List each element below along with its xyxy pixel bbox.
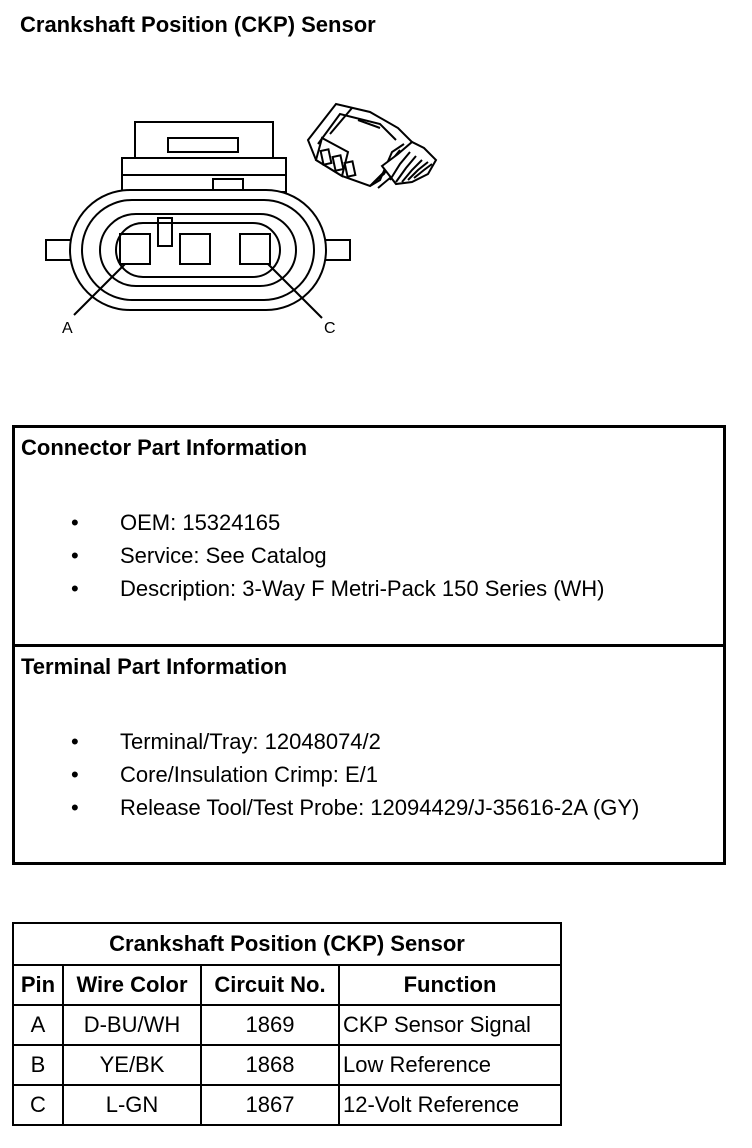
cavity-b — [179, 233, 211, 265]
pinout-table: Crankshaft Position (CKP) Sensor Pin Wir… — [12, 922, 562, 1126]
pin-cell: B — [12, 1044, 64, 1086]
column-header-function: Function — [338, 964, 562, 1006]
list-item-text: OEM: 15324165 — [120, 510, 281, 535]
bullet-icon: • — [71, 543, 79, 568]
pin-cell: A — [12, 1004, 64, 1046]
circuit-no-cell: 1868 — [200, 1044, 340, 1086]
wire-color-cell: L-GN — [62, 1084, 202, 1126]
bullet-icon: • — [71, 576, 79, 601]
leader-line-c — [267, 263, 323, 319]
function-cell: 12-Volt Reference — [338, 1084, 562, 1126]
list-item: • Release Tool/Test Probe: 12094429/J-356… — [15, 791, 639, 824]
table-row: C L-GN 1867 12-Volt Reference — [12, 1084, 562, 1126]
connector-diagram: A C — [45, 102, 438, 337]
column-header-circuit-no: Circuit No. — [200, 964, 340, 1006]
list-item: • Service: See Catalog — [15, 539, 605, 572]
list-item-text: Terminal/Tray: 12048074/2 — [120, 729, 381, 754]
pin-a-label: A — [62, 320, 73, 337]
terminal-info-section: Terminal Part Information • Terminal/Tray… — [15, 644, 723, 862]
list-item-text: Service: See Catalog — [120, 543, 327, 568]
table-header-row: Pin Wire Color Circuit No. Function — [12, 964, 562, 1006]
list-item: • Terminal/Tray: 12048074/2 — [15, 725, 639, 758]
list-item-text: Core/Insulation Crimp: E/1 — [120, 762, 378, 787]
leader-line-a — [73, 263, 126, 316]
table-row: A D-BU/WH 1869 CKP Sensor Signal — [12, 1004, 562, 1046]
function-cell: CKP Sensor Signal — [338, 1004, 562, 1046]
connector-perspective-drawing — [306, 102, 438, 189]
wire-color-cell: YE/BK — [62, 1044, 202, 1086]
bullet-icon: • — [71, 510, 79, 535]
bullet-icon: • — [71, 729, 79, 754]
pin-c-label: C — [324, 320, 336, 337]
list-item-text: Release Tool/Test Probe: 12094429/J-3561… — [120, 795, 640, 820]
column-header-pin: Pin — [12, 964, 64, 1006]
table-caption: Crankshaft Position (CKP) Sensor — [12, 922, 562, 966]
bullet-icon: • — [71, 762, 79, 787]
connector-info-section: Connector Part Information • OEM: 1532416… — [15, 428, 723, 644]
list-item: • Description: 3-Way F Metri-Pack 150 Ser… — [15, 572, 605, 605]
function-cell: Low Reference — [338, 1044, 562, 1086]
cavity-a — [119, 233, 151, 265]
list-item: • OEM: 15324165 — [15, 506, 605, 539]
part-information-box: Connector Part Information • OEM: 1532416… — [12, 425, 726, 865]
list-item: • Core/Insulation Crimp: E/1 — [15, 758, 639, 791]
connector-info-list: • OEM: 15324165 • Service: See Catalog • De… — [15, 506, 605, 605]
pin-cell: C — [12, 1084, 64, 1126]
terminal-info-heading: Terminal Part Information — [21, 654, 288, 679]
page-title: Crankshaft Position (CKP) Sensor — [20, 12, 376, 37]
list-item-text: Description: 3-Way F Metri-Pack 150 Seri… — [120, 576, 605, 601]
bullet-icon: • — [71, 795, 79, 820]
connector-face-drawing — [45, 121, 351, 319]
table-row: B YE/BK 1868 Low Reference — [12, 1044, 562, 1086]
connector-info-heading: Connector Part Information — [21, 435, 308, 460]
circuit-no-cell: 1869 — [200, 1004, 340, 1046]
column-header-wire-color: Wire Color — [62, 964, 202, 1006]
wire-color-cell: D-BU/WH — [62, 1004, 202, 1046]
cavity-c — [239, 233, 271, 265]
circuit-no-cell: 1867 — [200, 1084, 340, 1126]
terminal-info-list: • Terminal/Tray: 12048074/2 • Core/Insulat… — [15, 725, 639, 824]
